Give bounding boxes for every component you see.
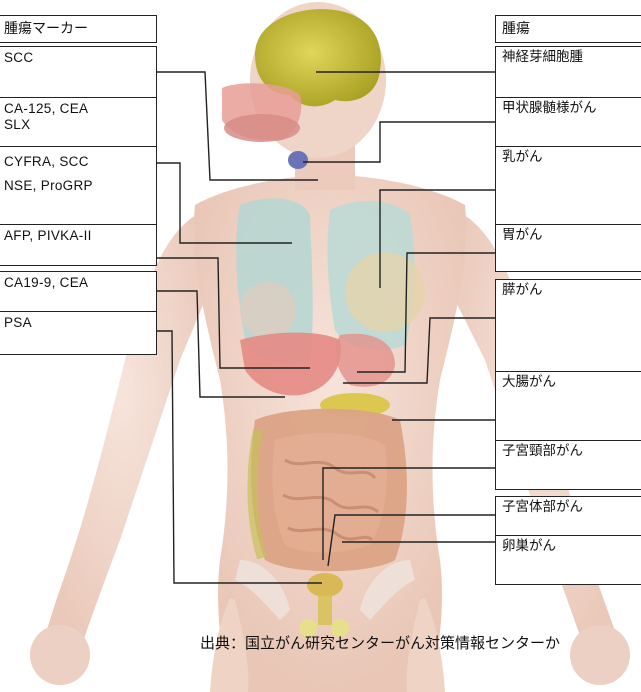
marker-header: 腫瘍マーカー bbox=[0, 15, 157, 43]
marker-box-ca199: CA19-9, CEA bbox=[0, 271, 157, 312]
marker-box-ca125: CA-125, CEA SLX bbox=[0, 97, 157, 147]
tumor-box-thyroid: 甲状腺髄様がん bbox=[495, 97, 641, 147]
marker-box-cyfra: CYFRA, SCC NSE, ProGRP bbox=[0, 146, 157, 225]
uterus bbox=[307, 573, 343, 597]
marker-box-afp: AFP, PIVKA-II bbox=[0, 224, 157, 266]
cervix bbox=[318, 595, 332, 625]
tumor-box-pancreas: 膵がん bbox=[495, 279, 641, 372]
right-breast bbox=[345, 252, 425, 332]
tumor-box-neuroblastoma: 神経芽細胞腫 bbox=[495, 46, 641, 98]
left-hand bbox=[30, 625, 90, 685]
tumor-box-ovarian: 卵巣がん bbox=[495, 535, 641, 585]
small-intestine bbox=[272, 433, 386, 552]
left-breast bbox=[240, 282, 296, 338]
tumor-header: 腫瘍 bbox=[495, 15, 641, 43]
citation-text: 出典：国立がん研究センターがん対策情報センターか bbox=[200, 632, 560, 653]
tumor-box-colon: 大腸がん bbox=[495, 371, 641, 441]
thyroid bbox=[288, 151, 308, 169]
tumor-box-cervical: 子宮頸部がん bbox=[495, 440, 641, 490]
tumor-box-breast: 乳がん bbox=[495, 146, 641, 225]
marker-box-scc: SCC bbox=[0, 46, 157, 98]
marker-box-psa: PSA bbox=[0, 311, 157, 355]
right-hand bbox=[570, 625, 630, 685]
tumor-box-stomach: 胃がん bbox=[495, 224, 641, 272]
mouth-area bbox=[224, 114, 300, 142]
tumor-box-endometrial: 子宮体部がん bbox=[495, 496, 641, 536]
